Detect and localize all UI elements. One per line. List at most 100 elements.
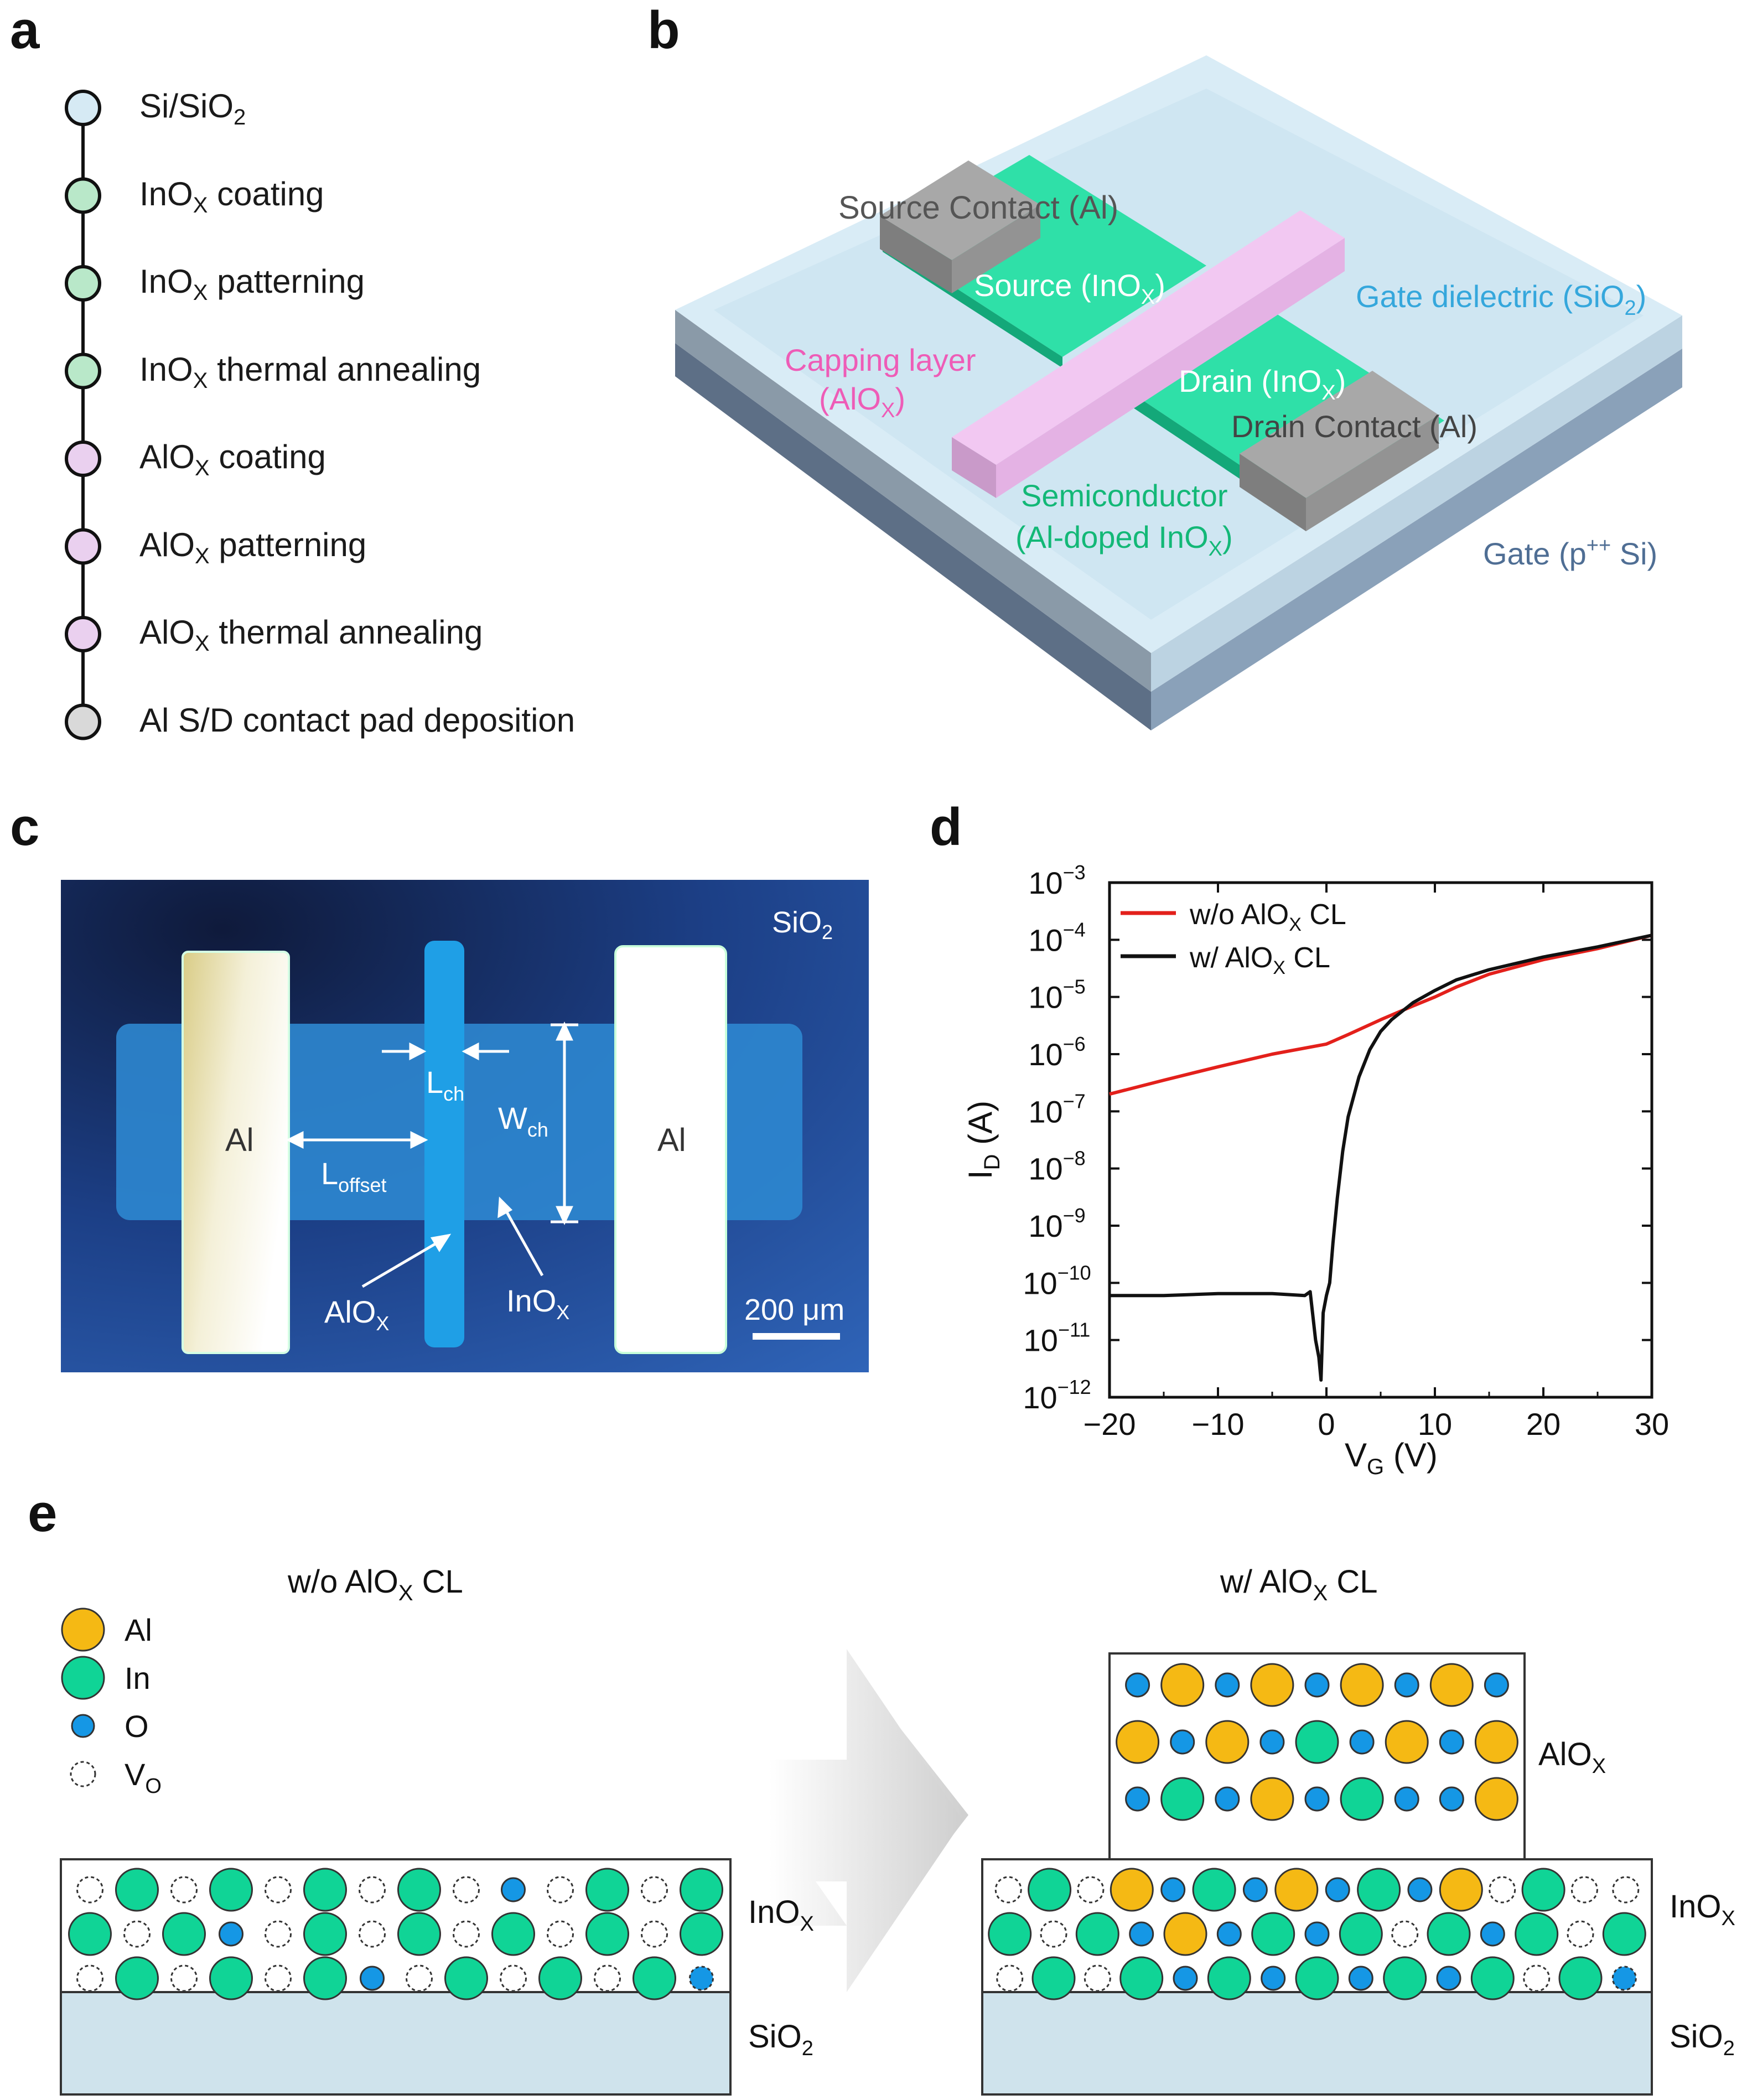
label-gate-dielectric: Gate dielectric (SiO2) <box>1356 279 1646 320</box>
label-capping-2: (AlOX) <box>819 381 905 422</box>
in-atom <box>209 1868 253 1912</box>
flow-step-label-7: AlOX thermal annealing <box>139 614 483 656</box>
vacancy <box>1567 1920 1594 1948</box>
al-atom <box>1205 1720 1250 1764</box>
flow-step-label-6: AlOX patterning <box>139 526 367 568</box>
al-atom <box>1385 1720 1429 1764</box>
vacancy <box>76 1876 103 1904</box>
loffset-arrow-left <box>286 1131 304 1149</box>
flow-node-8 <box>65 703 101 740</box>
o-atom <box>1215 1672 1240 1698</box>
in-atom <box>1470 1956 1515 2000</box>
in-atom <box>1339 1912 1383 1956</box>
panel-label-d: d <box>930 797 962 857</box>
o-atom <box>1407 1877 1433 1902</box>
vacancy <box>547 1876 574 1904</box>
in-atom <box>303 1912 347 1956</box>
drain-contact-top <box>1240 371 1439 498</box>
label-drain-contact: Drain Contact (Al) <box>1231 409 1478 444</box>
legend-label-1: w/o AlOX CL <box>1189 899 1346 935</box>
vacancy <box>641 1920 668 1948</box>
legend-atom-label-1: Al <box>125 1612 152 1647</box>
flow-node-2 <box>65 177 101 214</box>
vacancy <box>359 1876 386 1904</box>
vacancy <box>76 1964 103 1992</box>
flow-step-label-1: Si/SiO2 <box>139 87 246 129</box>
x-tick-label: 10 <box>1418 1407 1452 1442</box>
capping-alox-right <box>996 238 1345 498</box>
in-atom <box>1515 1912 1559 1956</box>
label-wch: Wch <box>498 1101 548 1141</box>
flow-node-6 <box>65 528 101 565</box>
panel-label-e: e <box>28 1484 58 1543</box>
flow-step-label-8: Al S/D contact pad deposition <box>139 701 576 739</box>
vacancy <box>1391 1920 1419 1948</box>
al-atom <box>1250 1663 1294 1707</box>
al-pad-left <box>182 951 290 1354</box>
flow-step-label-5: AlOX coating <box>139 438 326 480</box>
o-atom <box>1216 1921 1242 1947</box>
label-gate: Gate (p++ Si) <box>1483 534 1657 571</box>
source-contact-top <box>880 160 1040 260</box>
gate-si-right-face <box>1151 349 1682 730</box>
source-contact-right <box>952 205 1040 293</box>
in-atom <box>1427 1912 1471 1956</box>
in-atom <box>68 1912 112 1956</box>
o-atom <box>1394 1786 1419 1812</box>
o-atom <box>360 1966 385 1991</box>
in-atom <box>680 1868 723 1912</box>
in-atom <box>1031 1956 1076 2000</box>
legend-atom-1 <box>61 1608 105 1652</box>
legend-atom-label-2: In <box>125 1661 151 1695</box>
title-right: w/ AlOX CL <box>1220 1564 1378 1605</box>
vacancy <box>641 1876 668 1904</box>
vacancy <box>1523 1964 1551 1992</box>
in-atom <box>1558 1956 1603 2000</box>
alox-pointer <box>361 1238 444 1288</box>
al-atom <box>1439 1868 1483 1912</box>
o-atom <box>1484 1672 1509 1698</box>
o-atom <box>1173 1966 1198 1991</box>
flow-step-label-3: InOX patterning <box>139 263 365 305</box>
vacancy <box>547 1920 574 1948</box>
o-atom <box>1215 1786 1240 1812</box>
al-atom <box>1429 1663 1474 1707</box>
y-tick-label: 10−4 <box>1028 918 1085 957</box>
vacancy <box>453 1876 480 1904</box>
o-atom <box>1304 1672 1330 1698</box>
loffset-arrow-right <box>410 1131 428 1149</box>
label-source-contact: Source Contact (Al) <box>838 190 1118 226</box>
in-atom <box>1207 1956 1251 2000</box>
o-atom <box>1436 1966 1461 1991</box>
in-atom <box>115 1956 159 2000</box>
alox-strip <box>424 941 464 1347</box>
wch-arrow-bottom <box>556 1206 573 1225</box>
x-tick-label: 0 <box>1318 1407 1335 1442</box>
y-tick-label: 10−5 <box>1028 976 1085 1015</box>
in-atom <box>491 1912 535 1956</box>
y-tick-label: 10−12 <box>1023 1376 1091 1415</box>
flow-node-3 <box>65 265 101 302</box>
panel-label-a: a <box>10 1 40 60</box>
vacancy <box>1084 1964 1111 1992</box>
o-atom <box>1129 1921 1154 1947</box>
o-atom <box>1170 1729 1195 1755</box>
o-atom-partial <box>689 1966 714 1991</box>
in-atom <box>162 1912 206 1956</box>
in-atom <box>585 1912 629 1956</box>
o-atom <box>501 1877 526 1902</box>
vacancy <box>500 1964 527 1992</box>
flow-node-7 <box>65 616 101 652</box>
device-schematic: Source Contact (Al) Source (InOX) Gate d… <box>675 55 1682 730</box>
al-atom <box>1116 1720 1160 1764</box>
capping-alox-side <box>952 437 996 498</box>
vacancy <box>1570 1876 1598 1904</box>
in-atom <box>1251 1912 1295 1956</box>
capping-alox-top <box>952 210 1345 465</box>
in-atom <box>585 1868 629 1912</box>
in-atom <box>303 1868 347 1912</box>
drain-contact-right <box>1306 415 1439 531</box>
x-axis-label: VG (V) <box>1345 1437 1438 1477</box>
wch-arrow-top <box>556 1022 573 1041</box>
